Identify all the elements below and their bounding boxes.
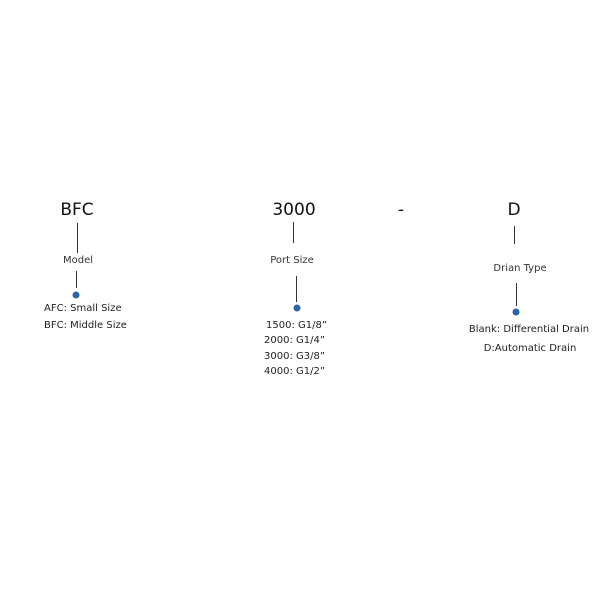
port-size-options: 1500: G1/8” 2000: G1/4” 3000: G3/8” 4000… (264, 319, 327, 379)
connector-line (516, 283, 517, 306)
drain-type-label: Drian Type (493, 263, 547, 274)
connector-line (514, 226, 515, 244)
bullet-dot-icon (512, 308, 520, 316)
port-size-label: Port Size (270, 255, 314, 266)
connector-line (77, 223, 78, 253)
option-item: Blank: Differential Drain (468, 324, 590, 335)
connector-line (76, 271, 77, 288)
option-item: BFC: Middle Size (44, 320, 127, 331)
option-item: 4000: G1/2” (264, 366, 326, 377)
port-size-code: 3000 (272, 200, 316, 220)
option-item: D:Automatic Drain (483, 343, 577, 354)
option-item: 2000: G1/4” (264, 335, 326, 346)
connector-line (293, 222, 294, 243)
model-label: Model (62, 255, 94, 266)
separator-dash: - (397, 200, 405, 220)
bullet-dot-icon (72, 291, 80, 299)
connector-line (296, 276, 297, 302)
option-item: 3000: G3/8” (264, 351, 326, 362)
option-item: AFC: Small Size (44, 303, 122, 314)
model-options: AFC: Small Size BFC: Middle Size (44, 302, 127, 333)
drain-type-code: D (507, 200, 521, 220)
model-code: BFC (60, 200, 94, 220)
bullet-dot-icon (293, 304, 301, 312)
option-item: 1500: G1/8” (266, 320, 328, 331)
